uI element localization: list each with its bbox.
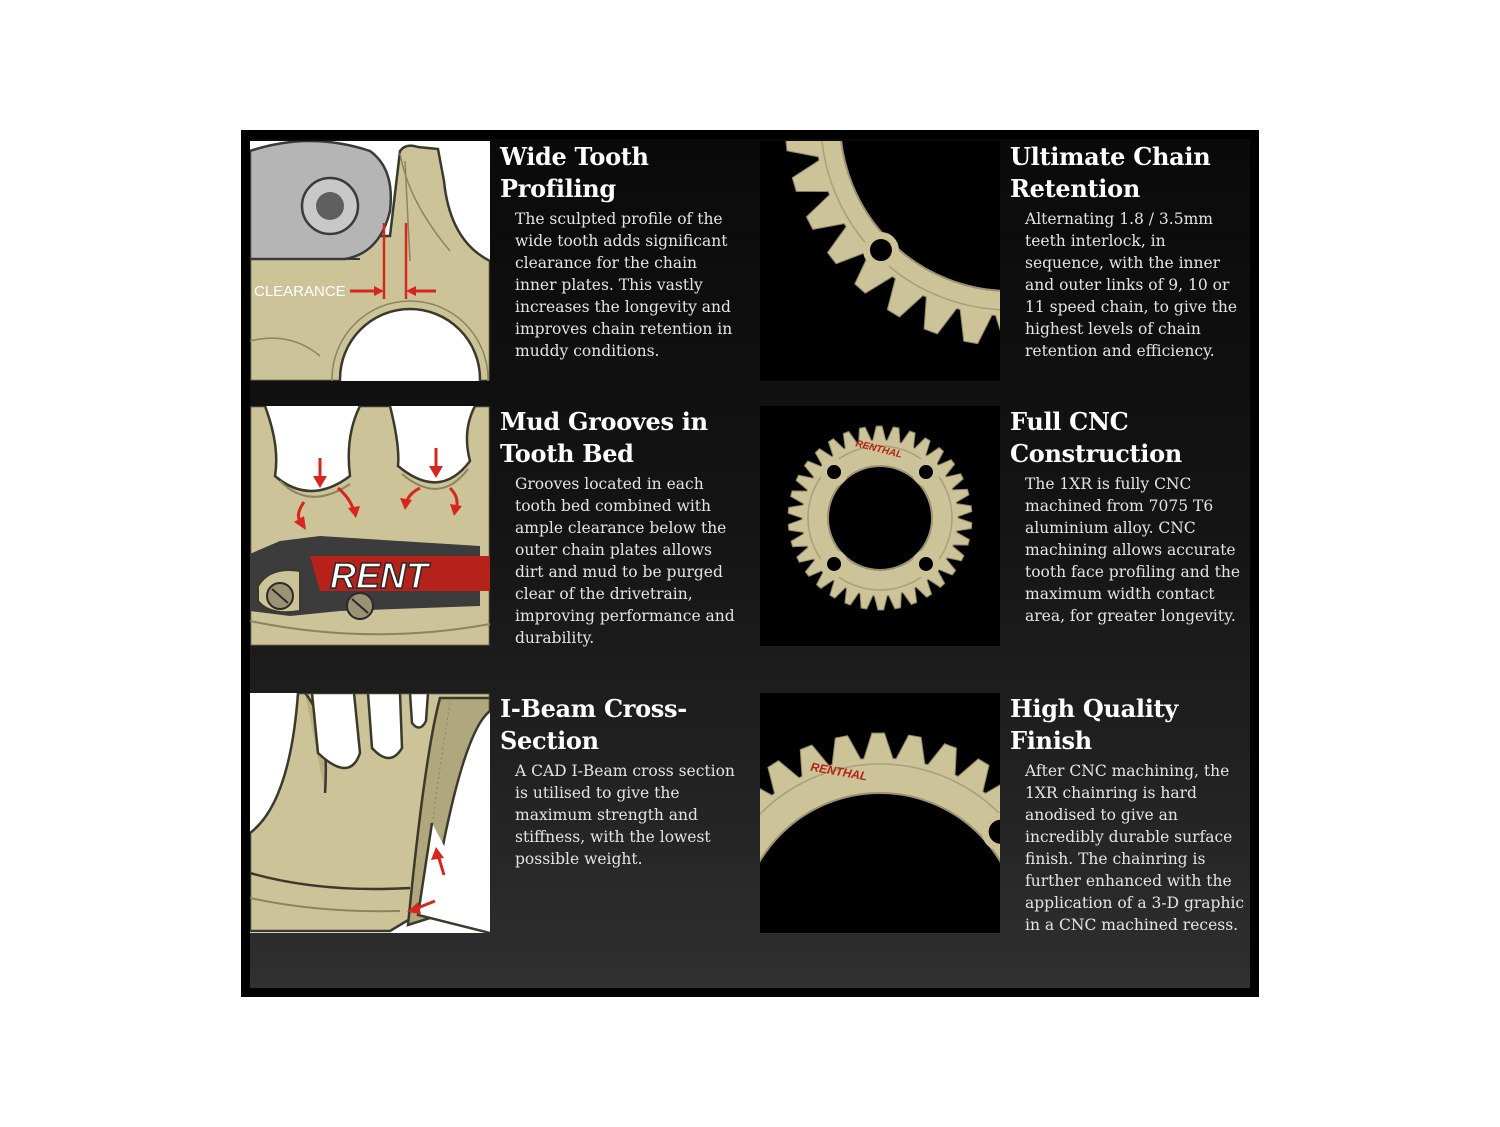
bolt-hole (918, 465, 933, 480)
feature-text: Wide Tooth Profiling The sculpted profil… (500, 141, 755, 362)
bolt-hole (988, 819, 1000, 844)
feature-title: I-Beam Cross-Section (500, 694, 687, 755)
chainring-groove (760, 763, 1000, 816)
feature-title: Mud Grooves in Tooth Bed (500, 407, 708, 468)
chain-retention-image (760, 141, 1000, 381)
feature-text: High Quality Finish After CNC machining,… (1010, 693, 1250, 936)
feature-title: Ultimate Chain Retention (1010, 142, 1211, 203)
bolt-hole (869, 239, 892, 262)
feature-text: Full CNC Construction The 1XR is fully C… (1010, 406, 1250, 627)
feature-text: Ultimate Chain Retention Alternating 1.8… (1010, 141, 1250, 362)
feature-finish: RENTHAL High Quality Finish After CNC ma… (760, 693, 1250, 936)
chainring-finish-illustration: RENTHAL (760, 693, 1000, 933)
feature-description: Alternating 1.8 / 3.5mm teeth interlock,… (1025, 210, 1238, 360)
feature-description: The 1XR is fully CNC machined from 7075 … (1025, 475, 1240, 625)
wide-tooth-image: CLEARANCE (250, 141, 490, 381)
feature-description: A CAD I-Beam cross section is utilised t… (515, 762, 735, 868)
feature-title: High Quality Finish (1010, 694, 1178, 755)
feature-cnc-construction: RENTHAL Full CNC Construction The 1XR is… (760, 406, 1250, 646)
feature-title: Wide Tooth Profiling (500, 142, 649, 203)
feature-i-beam: I-Beam Cross-Section A CAD I-Beam cross … (250, 693, 750, 933)
feature-title: Full CNC Construction (1010, 407, 1182, 468)
wide-tooth-illustration: CLEARANCE (250, 141, 490, 381)
feature-description: Grooves located in each tooth bed combin… (515, 475, 735, 647)
cnc-construction-image: RENTHAL (760, 406, 1000, 646)
finish-image: RENTHAL (760, 693, 1000, 933)
i-beam-image (250, 693, 490, 933)
chainring-center-hole (760, 792, 1000, 933)
full-chainring-illustration: RENTHAL (760, 406, 1000, 646)
chainring-groove (807, 445, 953, 591)
features-panel: CLEARANCE Wide Tooth Profiling The sculp… (241, 130, 1259, 997)
brand-logo-partial: RENT (330, 555, 431, 596)
feature-text: I-Beam Cross-Section A CAD I-Beam cross … (500, 693, 755, 870)
chainring-closeup-illustration (760, 141, 1000, 381)
chainring-center-hole (840, 141, 1000, 292)
mud-grooves-illustration: RENT (250, 406, 490, 646)
feature-mud-grooves: RENT Mud Grooves in Tooth Bed Grooves lo… (250, 406, 750, 647)
bolt-hole (827, 556, 842, 571)
feature-text: Mud Grooves in Tooth Bed Grooves located… (500, 406, 755, 649)
i-beam-cross-section-illustration (250, 693, 490, 933)
chainring-center-hole (827, 465, 933, 571)
mud-grooves-image: RENT (250, 406, 490, 646)
feature-description: The sculpted profile of the wide tooth a… (515, 210, 733, 360)
feature-chain-retention: Ultimate Chain Retention Alternating 1.8… (760, 141, 1250, 381)
bolt-hole (827, 465, 842, 480)
clearance-label: CLEARANCE (254, 283, 346, 300)
feature-description: After CNC machining, the 1XR chainring i… (1025, 762, 1245, 934)
feature-wide-tooth: CLEARANCE Wide Tooth Profiling The sculp… (250, 141, 750, 381)
bolt-hole (918, 556, 933, 571)
